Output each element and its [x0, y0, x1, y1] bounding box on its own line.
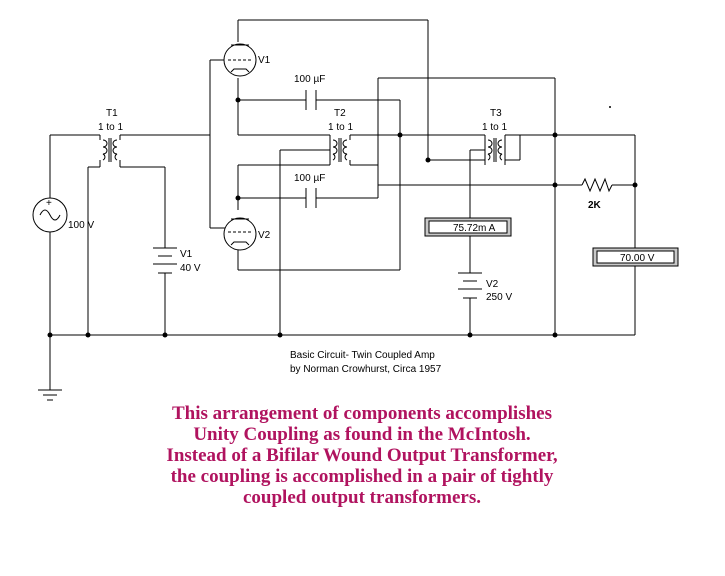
description-line-2: Unity Coupling as found in the McIntosh.: [193, 424, 531, 445]
source-label: 100 V: [68, 220, 94, 231]
description-line-1: This arrangement of components accomplis…: [172, 403, 552, 424]
voltmeter-reading: 70.00 V: [620, 253, 655, 264]
capacitor-bottom-icon: [305, 188, 317, 208]
battery-v2-icon: [458, 272, 482, 299]
description-line-3: Instead of a Bifilar Wound Output Transf…: [166, 445, 558, 466]
battery-v2-value: 250 V: [486, 292, 512, 303]
capacitor-bottom-label: 100 µF: [294, 173, 325, 184]
transformer-t1-icon: [102, 138, 118, 162]
resistor-icon: [581, 177, 613, 193]
capacitor-top-icon: [305, 90, 317, 110]
t2-name: T2: [334, 108, 346, 119]
transformer-t3-icon: [484, 135, 506, 165]
t1-ratio: 1 to 1: [98, 122, 123, 133]
capacitor-top-label: 100 µF: [294, 74, 325, 85]
t3-name: T3: [490, 108, 502, 119]
ammeter: 75.72m A: [424, 217, 512, 237]
battery-v1-value: 40 V: [180, 263, 201, 274]
battery-v2-name: V2: [486, 279, 499, 290]
transformer-t2-icon: [329, 135, 351, 165]
v1-tube-label: V1: [258, 55, 271, 66]
caption-line-2: by Norman Crowhurst, Circa 1957: [290, 364, 442, 375]
description-line-5: coupled output transformers.: [242, 487, 482, 508]
vacuum-tube-v2-icon: [223, 217, 257, 251]
t3-ratio: 1 to 1: [482, 122, 507, 133]
vacuum-tube-v1-icon: [223, 43, 257, 77]
description-text: This arrangement of components accomplis…: [62, 403, 662, 508]
svg-text:+: +: [46, 198, 52, 209]
voltmeter: 70.00 V: [592, 247, 679, 267]
ground-icon: [38, 389, 62, 401]
junction-dots: [47, 97, 638, 338]
battery-v1-name: V1: [180, 249, 193, 260]
description-line-4: the coupling is accomplished in a pair o…: [170, 466, 554, 487]
caption-line-1: Basic Circuit- Twin Coupled Amp: [290, 350, 435, 361]
v2-tube-label: V2: [258, 230, 271, 241]
battery-v1-icon: [153, 247, 177, 274]
ammeter-reading: 75.72m A: [453, 223, 496, 234]
wires: [49, 19, 636, 390]
t2-ratio: 1 to 1: [328, 122, 353, 133]
ac-source-icon: +: [32, 197, 68, 233]
resistor-label: 2K: [588, 200, 602, 211]
t1-name: T1: [106, 108, 118, 119]
